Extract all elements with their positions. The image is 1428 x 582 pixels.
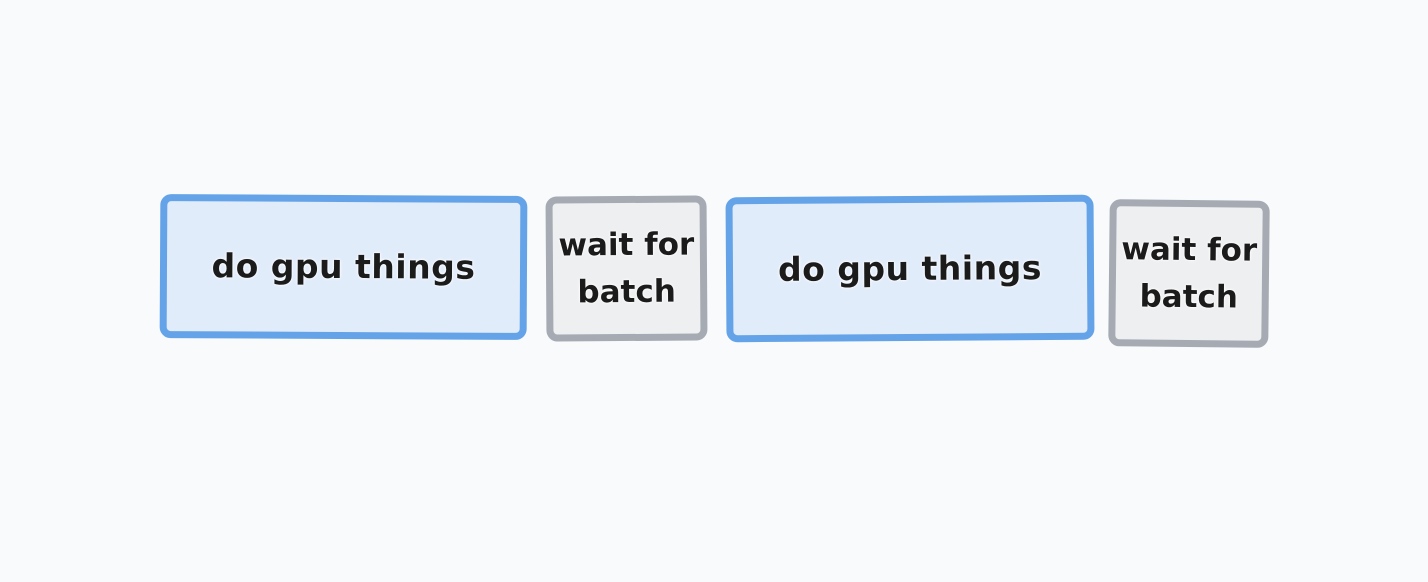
gpu-block-2-label: do gpu things: [777, 247, 1043, 289]
wait-block-1-label: wait for batch: [558, 221, 695, 316]
gpu-block-1-label: do gpu things: [211, 246, 476, 287]
gpu-block-2: do gpu things: [725, 194, 1095, 343]
gpu-block-1: do gpu things: [159, 194, 528, 340]
wait-block-2-label-line-1: wait for: [1121, 230, 1258, 269]
wait-block-2-label-line-2: batch: [1139, 277, 1239, 316]
wait-block-1-label-line-1: wait for: [558, 226, 695, 263]
wait-block-2: wait for batch: [1108, 199, 1270, 348]
wait-block-2-label: wait for batch: [1121, 226, 1258, 321]
wait-block-1: wait for batch: [545, 195, 708, 342]
wait-block-1-label-line-2: batch: [577, 273, 676, 310]
